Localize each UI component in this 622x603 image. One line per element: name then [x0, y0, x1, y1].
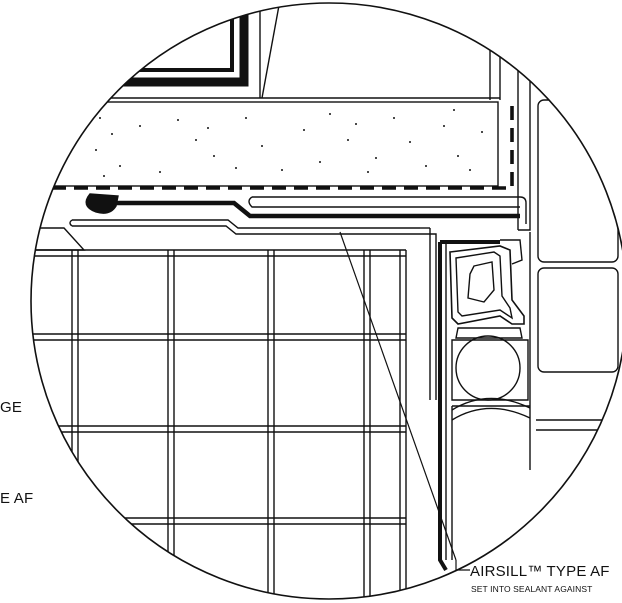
- callout-title: AIRSILL™ TYPE AF: [470, 563, 610, 580]
- backer-rod: [451, 335, 529, 401]
- lower-arches: [451, 397, 618, 431]
- extrusion-profile: [449, 239, 525, 339]
- callout-subtitle: SET INTO SEALANT AGAINST: [471, 584, 592, 594]
- left-label-1: GE: [0, 399, 22, 416]
- tile-grid: [31, 249, 407, 599]
- concrete-band: [31, 101, 499, 187]
- flashing-strips: [69, 196, 527, 400]
- callout-elbow: [455, 560, 470, 571]
- callout-leader: [339, 231, 457, 561]
- left-label-2: E AF: [0, 490, 33, 507]
- dashed-membrane: [31, 100, 514, 190]
- sealant-bead: [85, 193, 119, 214]
- right-wall: [517, 3, 619, 470]
- airsill-vertical-leg: [438, 240, 500, 572]
- upper-frame: [31, 3, 501, 100]
- detail-circle-content: [31, 3, 619, 599]
- detail-circle-outline: [30, 2, 622, 600]
